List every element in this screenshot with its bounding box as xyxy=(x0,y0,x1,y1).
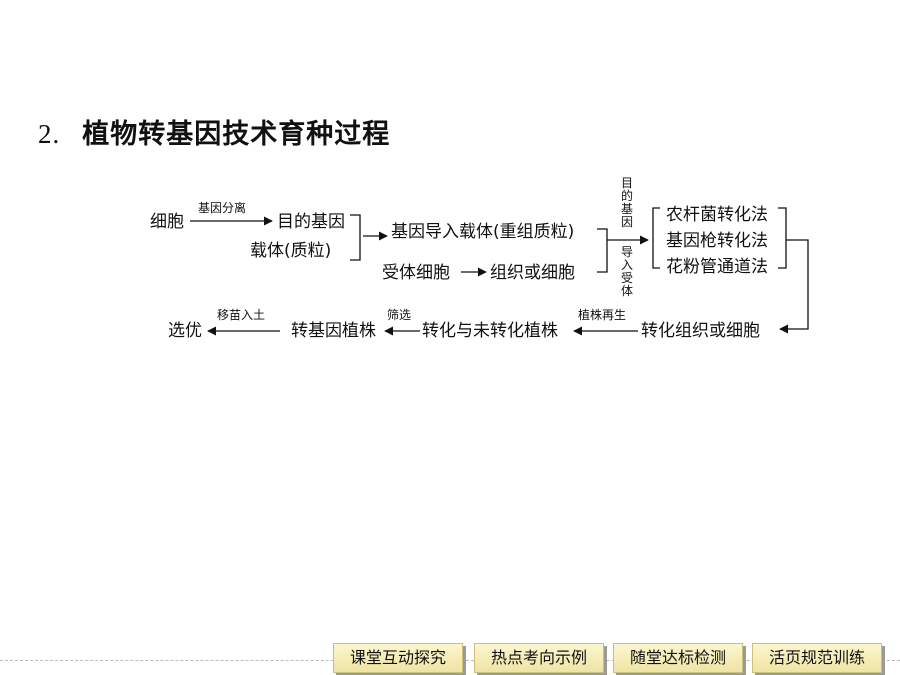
nav-loose-leaf-training-button[interactable]: 活页规范训练 xyxy=(752,643,882,673)
label-plant-regeneration: 植株再生 xyxy=(578,308,627,322)
title-text: 植物转基因技术育种过程 xyxy=(82,119,391,150)
label-gene-separation: 基因分离 xyxy=(198,201,247,215)
page-title: 2. 植物转基因技术育种过程 xyxy=(38,112,390,151)
title-number: 2. xyxy=(38,119,61,149)
bracket-methods-left xyxy=(652,207,660,269)
nav-hotspot-examples-button[interactable]: 热点考向示例 xyxy=(474,643,604,673)
node-recipient-cell: 受体细胞 xyxy=(382,263,450,283)
label-transplant: 移苗入土 xyxy=(217,308,266,322)
nav-class-test-button[interactable]: 随堂达标检测 xyxy=(613,643,743,673)
label-target-gene-vertical: 目的基因 xyxy=(620,176,633,229)
node-recombinant-plasmid: 基因导入载体(重组质粒) xyxy=(391,222,575,242)
label-import-recipient-vertical: 导入受体 xyxy=(620,245,633,298)
label-screening: 筛选 xyxy=(387,308,412,322)
node-vector: 载体(质粒) xyxy=(250,241,332,261)
method-agrobacterium: 农杆菌转化法 xyxy=(666,205,768,225)
bracket-recombinant-tissue xyxy=(597,228,608,273)
node-transgenic-plant: 转基因植株 xyxy=(291,321,376,341)
arrow-methods-to-tissue xyxy=(779,239,809,334)
bracket-gene-vector xyxy=(350,214,361,261)
node-target-gene: 目的基因 xyxy=(277,212,345,232)
node-mixed-plants: 转化与未转化植株 xyxy=(422,321,558,341)
method-gene-gun: 基因枪转化法 xyxy=(666,231,768,251)
nav-classroom-inquiry-button[interactable]: 课堂互动探究 xyxy=(333,643,463,673)
node-transformed-tissue: 转化组织或细胞 xyxy=(641,321,760,341)
method-pollen-tube: 花粉管通道法 xyxy=(666,257,768,277)
node-select-best: 选优 xyxy=(168,321,202,341)
bracket-methods-right xyxy=(778,207,787,269)
node-cell: 细胞 xyxy=(150,212,184,232)
node-tissue-or-cell: 组织或细胞 xyxy=(490,263,575,283)
